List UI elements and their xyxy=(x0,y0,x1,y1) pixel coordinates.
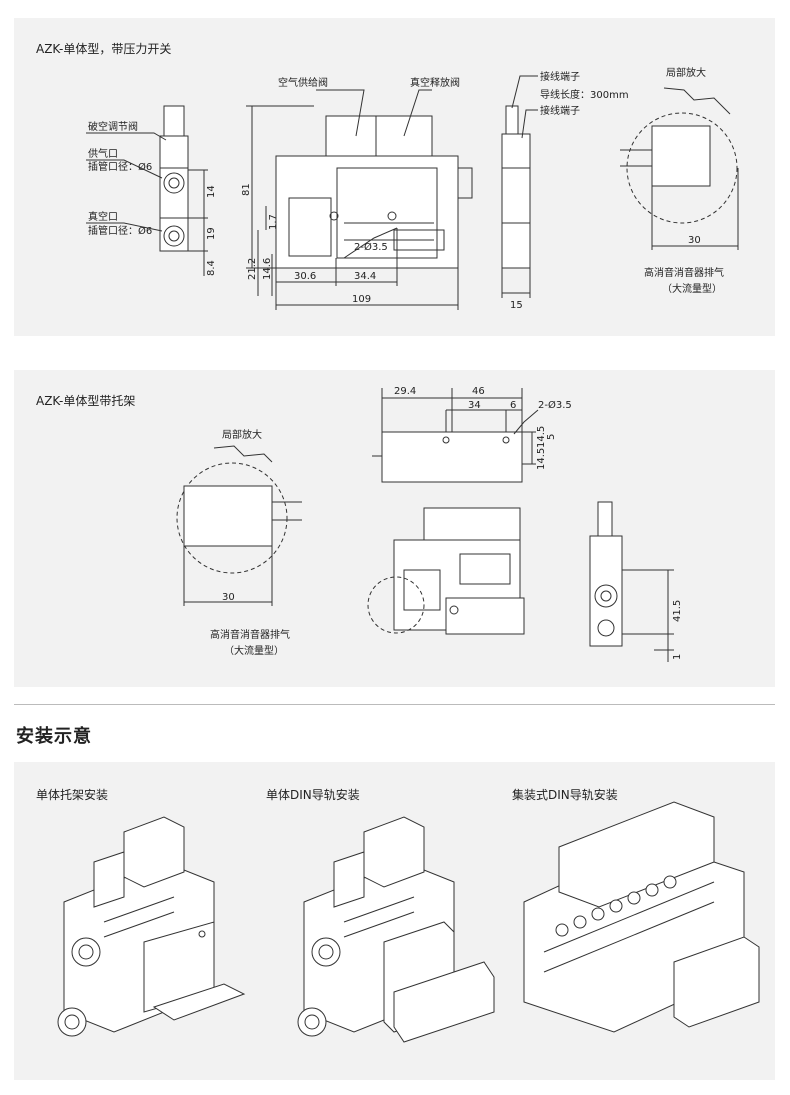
dim-41-5: 41.5 xyxy=(672,600,683,622)
install-panel: 单体托架安装 单体DIN导轨安装 集装式DIN导轨安装 xyxy=(14,762,775,1080)
dim-1: 1 xyxy=(672,654,683,660)
install-heading: 安装示意 xyxy=(16,726,92,747)
panel-title: AZK-单体型带托架 xyxy=(36,394,136,408)
dim-34-4: 34.4 xyxy=(354,271,376,282)
label-terminal-1: 接线端子 xyxy=(540,70,580,83)
drawing-panel-single: AZK-单体型，带压力开关 xyxy=(14,18,775,336)
dim-19: 19 xyxy=(206,227,217,240)
label-break-valve: 破空调节阀 xyxy=(88,120,138,133)
label-supply-tube: 插管口径：Ø6 xyxy=(88,160,152,173)
label-silencer: 高消音消音器排气 xyxy=(210,628,290,641)
dim-21-2: 21.2 xyxy=(247,258,258,280)
dim-5: 5 xyxy=(546,434,557,440)
dim-81: 81 xyxy=(241,183,252,196)
install-label-manifold: 集装式DIN导轨安装 xyxy=(512,788,618,802)
dim-109: 109 xyxy=(352,294,371,305)
label-hole: 2-Ø3.5 xyxy=(354,241,388,253)
label-vacuum-supply-valve: 空气供给阀 xyxy=(278,76,328,89)
dim-30-6: 30.6 xyxy=(294,271,316,282)
label-zoom: 局部放大 xyxy=(222,428,262,441)
install-label-din: 单体DIN导轨安装 xyxy=(266,788,360,802)
dim-14-5-a: 14.5 xyxy=(536,426,547,448)
dim-15: 15 xyxy=(510,300,523,311)
dim-8-4: 8.4 xyxy=(206,260,217,276)
section-divider xyxy=(14,704,775,705)
dim-6: 6 xyxy=(510,400,516,411)
label-silencer-sub: （大流量型） xyxy=(662,282,722,295)
single-unit-drawing: 破空调节阀 供气口 插管口径：Ø6 真空口 插管口径：Ø6 空气供给阀 真空释放… xyxy=(86,66,739,311)
label-vacuum-tube: 插管口径：Ø6 xyxy=(88,224,152,237)
dim-14-5-b: 14.5 xyxy=(536,448,547,470)
dim-30: 30 xyxy=(222,592,235,603)
din-install-illustration xyxy=(297,816,495,1043)
install-label-bracket: 单体托架安装 xyxy=(36,788,109,802)
label-terminal-2: 接线端子 xyxy=(540,104,580,117)
label-silencer-sub: （大流量型） xyxy=(224,644,284,657)
dim-34: 34 xyxy=(468,400,481,411)
dim-14-6: 14.6 xyxy=(262,258,273,280)
dim-14: 14 xyxy=(206,185,217,198)
drawing-panel-bracket: AZK-单体型带托架 xyxy=(14,370,775,687)
label-supply-port: 供气口 xyxy=(88,147,118,160)
label-silencer: 高消音消音器排气 xyxy=(644,266,724,279)
install-illustrations xyxy=(57,801,760,1043)
dim-30: 30 xyxy=(688,235,701,246)
dim-46: 46 xyxy=(472,386,485,397)
label-vacuum-port: 真空口 xyxy=(88,210,118,223)
bracket-unit-drawing: 局部放大 高消音消音器排气 （大流量型） 30 29.4 46 34 6 2-Ø… xyxy=(176,386,683,662)
dim-1-7: 1.7 xyxy=(268,214,279,230)
panel-title: AZK-单体型，带压力开关 xyxy=(36,42,172,56)
dim-29-4: 29.4 xyxy=(394,386,416,397)
label-vacuum-release-valve: 真空释放阀 xyxy=(410,76,460,89)
manifold-install-illustration xyxy=(523,801,760,1033)
label-hole: 2-Ø3.5 xyxy=(538,399,572,411)
bracket-install-illustration xyxy=(57,816,246,1037)
label-wire-length: 导线长度：300mm xyxy=(540,88,629,101)
label-zoom: 局部放大 xyxy=(666,66,706,79)
